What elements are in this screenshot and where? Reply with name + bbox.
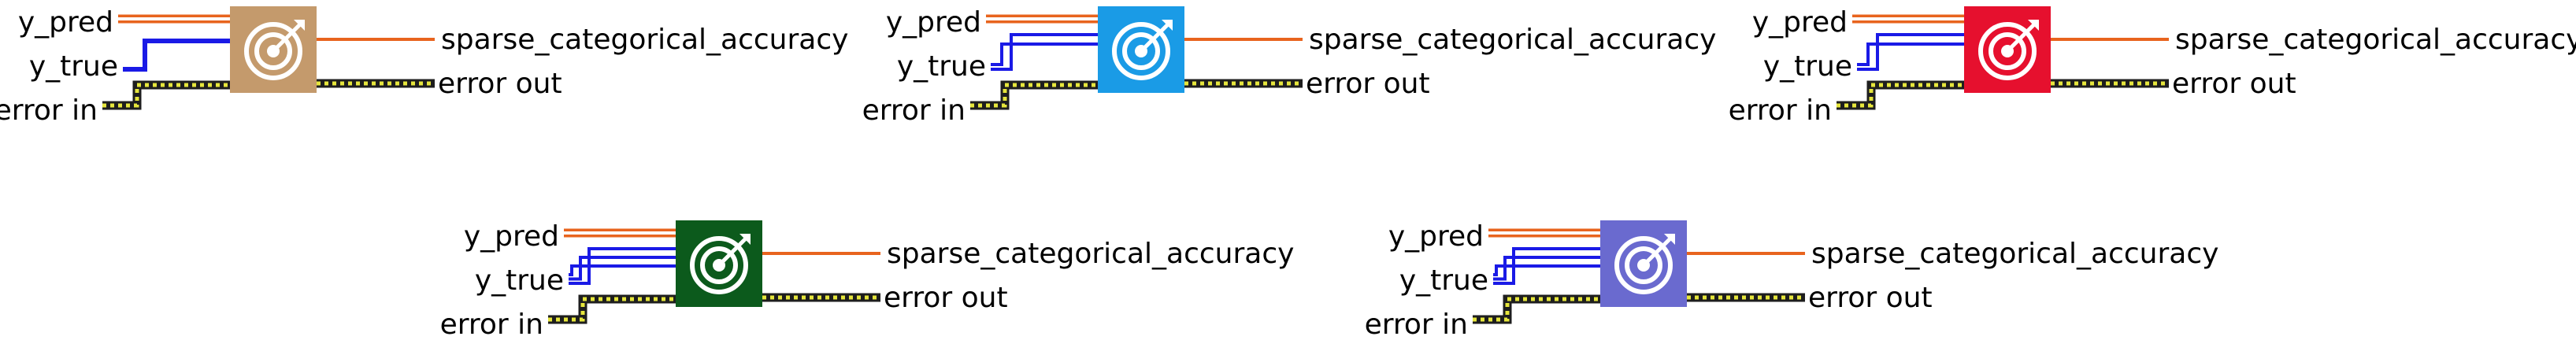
target-icon: [1614, 234, 1675, 294]
y-true-wire: [991, 33, 1098, 71]
error-out-label: error out: [438, 68, 562, 100]
y-true-label: y_true: [475, 264, 564, 297]
error-in-label: error in: [440, 309, 543, 340]
error-in-wire: [1473, 294, 1600, 324]
error-in-wire: [102, 80, 230, 110]
error-in-label: error in: [862, 94, 966, 127]
y-true-label: y_true: [29, 50, 118, 83]
y-pred-label: y_pred: [18, 6, 113, 39]
result-label: sparse_categorical_accuracy: [2175, 24, 2576, 56]
error-out-label: error out: [2172, 68, 2296, 100]
result-label: sparse_categorical_accuracy: [887, 238, 1294, 270]
y-true-wire: [1857, 33, 1964, 71]
y-true-wire: [1493, 247, 1600, 285]
y-true-label: y_true: [1399, 264, 1488, 297]
y-true-wire: [569, 247, 676, 285]
y-pred-label: y_pred: [1388, 220, 1484, 253]
target-icon: [1978, 20, 2039, 80]
error-in-wire: [548, 294, 676, 324]
error-in-label: error in: [1365, 309, 1468, 340]
y-true-wire: [123, 39, 230, 72]
target-icon: [244, 20, 305, 80]
y-pred-label: y_pred: [464, 220, 559, 253]
error-in-label: error in: [0, 94, 98, 127]
target-icon: [1112, 20, 1173, 80]
error-out-label: error out: [1306, 68, 1430, 100]
error-in-label: error in: [1729, 94, 1832, 127]
error-out-label: error out: [1808, 282, 1933, 314]
y-true-label: y_true: [1763, 50, 1852, 83]
result-label: sparse_categorical_accuracy: [1309, 24, 1716, 56]
result-label: sparse_categorical_accuracy: [1811, 238, 2218, 270]
y-pred-label: y_pred: [886, 6, 981, 39]
error-in-wire: [970, 80, 1098, 110]
target-icon: [690, 234, 751, 294]
y-true-label: y_true: [897, 50, 986, 83]
result-label: sparse_categorical_accuracy: [441, 24, 848, 56]
y-pred-label: y_pred: [1752, 6, 1848, 39]
error-in-wire: [1837, 80, 1964, 110]
error-out-label: error out: [884, 282, 1008, 314]
